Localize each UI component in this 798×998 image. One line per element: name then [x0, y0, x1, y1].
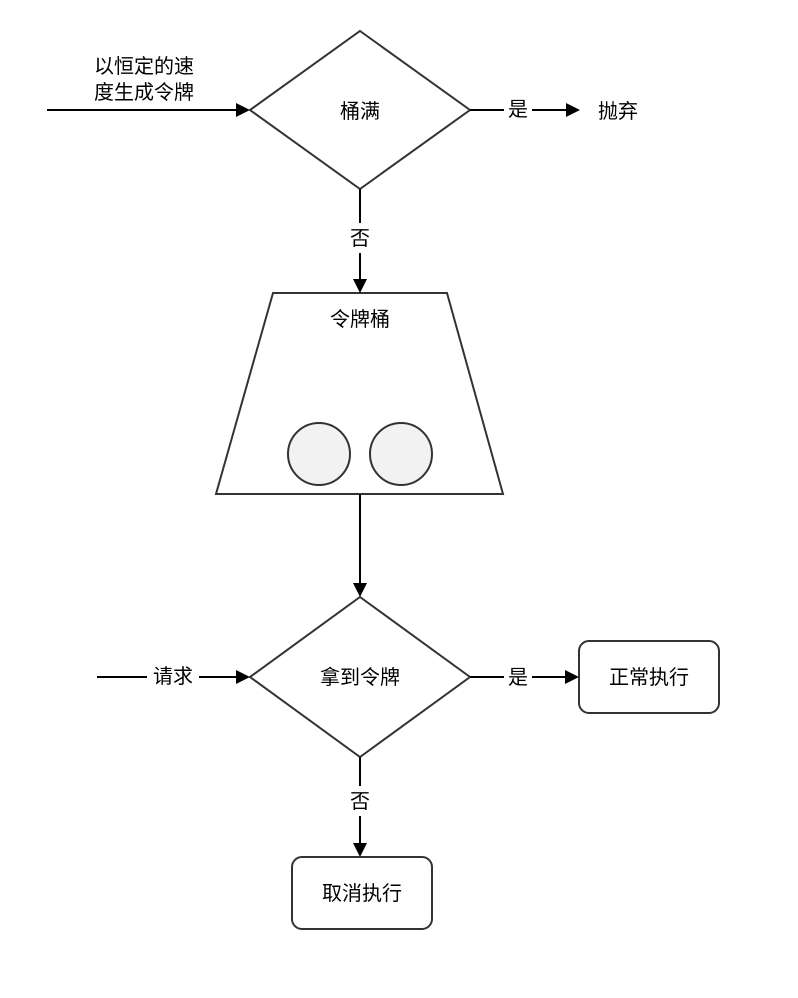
get-token-label: 拿到令牌: [320, 665, 400, 689]
cancel-exec-box: [291, 856, 433, 930]
edge-label-got-no: 否: [350, 789, 370, 813]
edge-bucket-to-get-token: [353, 494, 367, 597]
rate-source-line-1: 以恒定的速: [94, 54, 194, 78]
rate-source-line-2: 度生成令牌: [94, 80, 194, 104]
edge-label-got-yes: 是: [508, 665, 528, 689]
token-circle-2: [369, 422, 433, 486]
edge-label-full-no: 否: [350, 226, 370, 250]
token-bucket-label: 令牌桶: [330, 307, 390, 331]
edge-rate-to-bucket-full: [47, 103, 250, 117]
token-circle-1: [287, 422, 351, 486]
cancel-exec-label: 取消执行: [322, 881, 402, 905]
edge-label-request: 请求: [153, 664, 193, 688]
discard-label: 抛弃: [598, 99, 638, 123]
normal-exec-label: 正常执行: [609, 665, 689, 689]
edge-label-full-yes: 是: [508, 97, 528, 121]
bucket-full-label: 桶满: [340, 99, 380, 123]
